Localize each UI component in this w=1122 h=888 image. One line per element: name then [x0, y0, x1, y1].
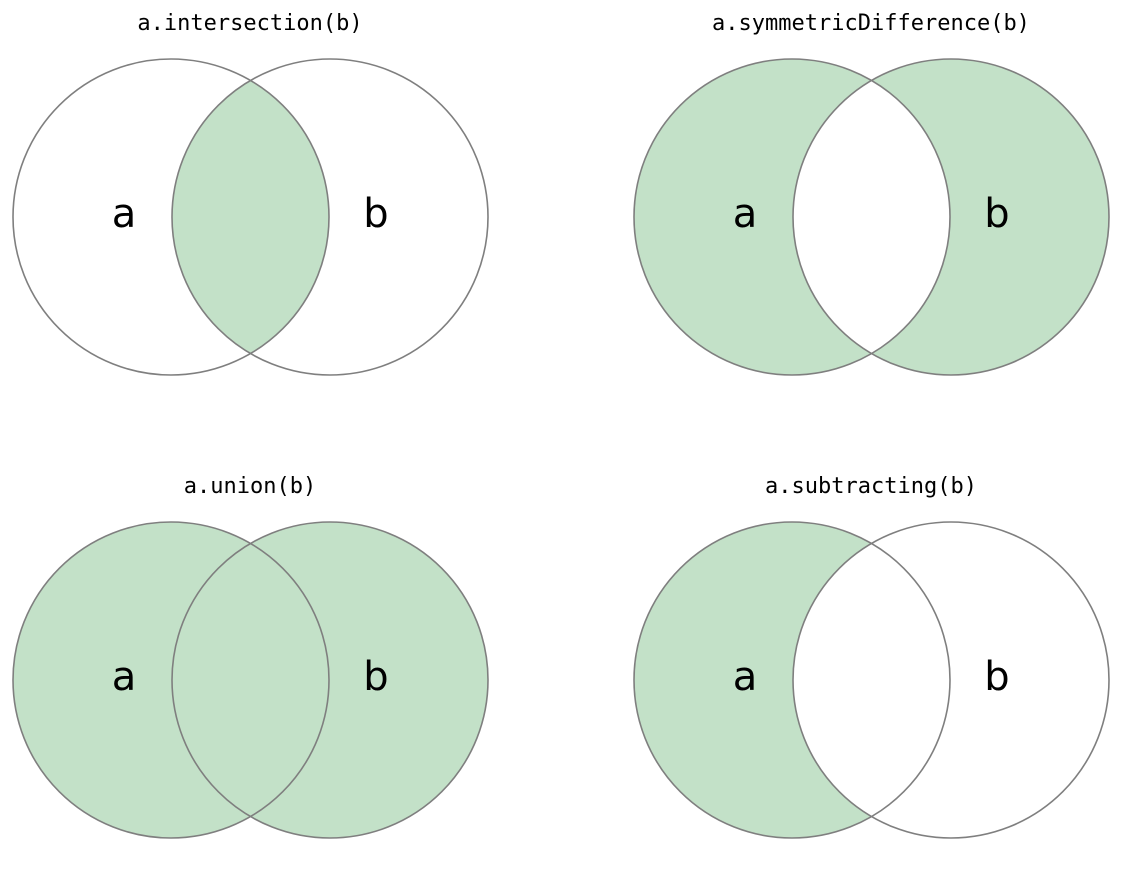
diagram-title: a.symmetricDifference(b): [712, 11, 1030, 36]
diagram-title: a.intersection(b): [137, 11, 362, 36]
diagram-title: a.union(b): [184, 474, 316, 499]
set-a-circle: [12, 58, 330, 376]
shaded-area: [172, 522, 488, 838]
venn-panel-subtracting: a.subtracting(b) a b: [621, 463, 1122, 888]
venn-panel-symmetric-difference: a.symmetricDifference(b) a b: [621, 0, 1122, 425]
set-b-label: b: [984, 654, 1009, 700]
venn-diagram-union: a.union(b) a b: [12, 474, 489, 839]
set-b-circle: [171, 58, 489, 376]
shaded-area: [871, 59, 1109, 376]
venn-panel-intersection: a.intersection(b) a b: [0, 0, 561, 425]
set-a-label: a: [733, 654, 758, 700]
set-b-label: b: [984, 191, 1009, 237]
set-a-label: a: [112, 191, 137, 237]
shaded-area: [171, 80, 329, 354]
venn-diagram-subtracting: a.subtracting(b) a b: [633, 474, 1110, 839]
shaded-region-intersection: [171, 80, 329, 354]
set-a-label: a: [112, 654, 137, 700]
shaded-region-symmetric-difference: [634, 59, 1109, 376]
shaded-region-subtracting: [634, 522, 872, 839]
set-b-circle: [171, 521, 489, 839]
set-b-circle: [792, 58, 1110, 376]
set-a-circle: [12, 521, 330, 839]
set-b-label: b: [363, 654, 388, 700]
diagram-title: a.subtracting(b): [765, 474, 977, 499]
venn-diagram-symmetric-difference: a.symmetricDifference(b) a b: [633, 11, 1110, 376]
set-a-label: a: [733, 191, 758, 237]
shaded-area: [634, 59, 872, 376]
shaded-region-union: [13, 522, 488, 838]
venn-diagram-intersection: a.intersection(b) a b: [12, 11, 489, 376]
venn-panel-union: a.union(b) a b: [0, 463, 561, 888]
set-a-circle: [633, 521, 951, 839]
set-a-circle: [633, 58, 951, 376]
set-b-label: b: [363, 191, 388, 237]
set-b-circle: [792, 521, 1110, 839]
shaded-area: [634, 522, 872, 839]
